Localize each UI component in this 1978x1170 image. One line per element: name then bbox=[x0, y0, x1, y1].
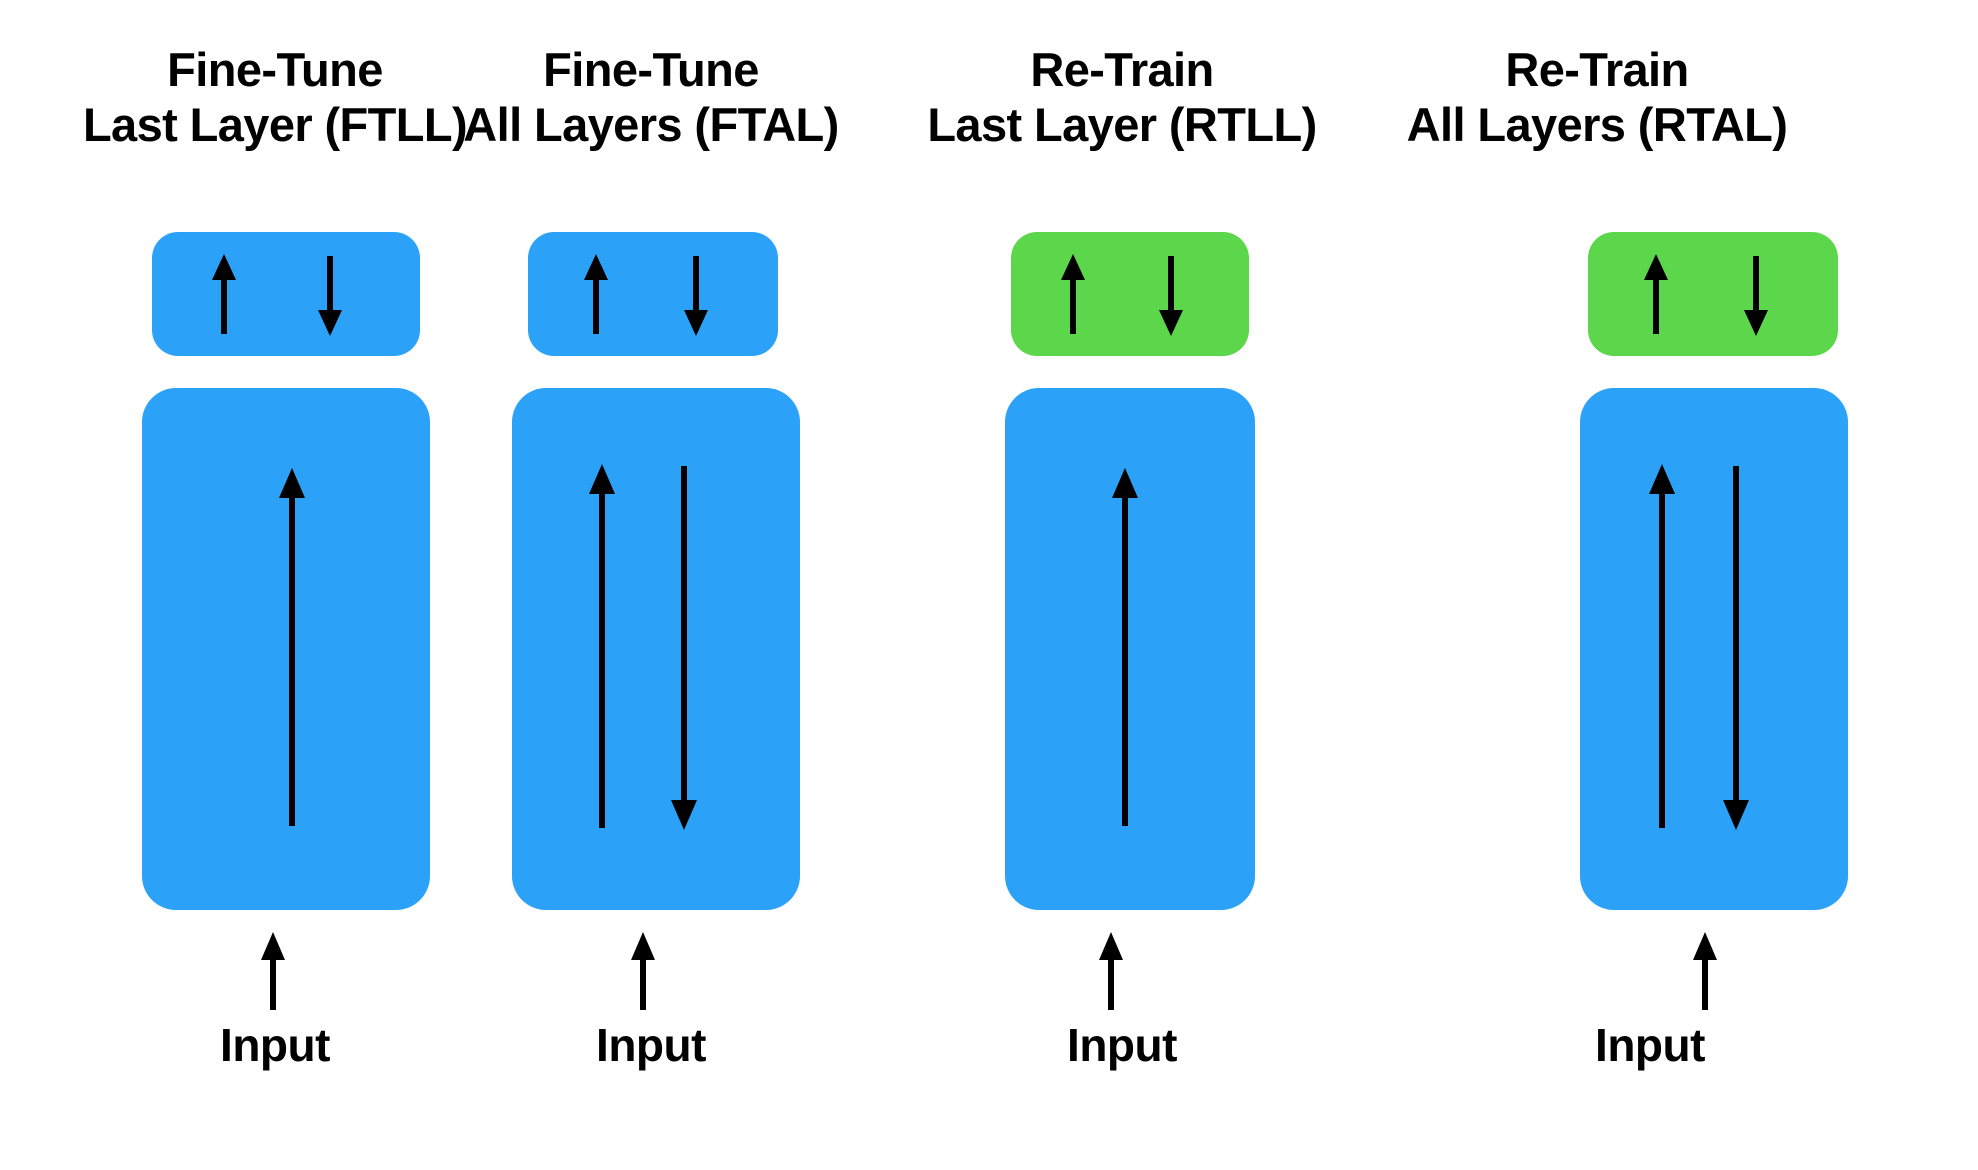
column-title-ftal: Fine-Tune All Layers (FTAL) bbox=[463, 43, 839, 152]
body-up-arrow-icon bbox=[279, 468, 305, 826]
body-block-ftll bbox=[142, 388, 430, 910]
head-up-arrow-icon bbox=[1061, 254, 1085, 334]
input-arrow-icon-ftal bbox=[631, 932, 655, 1010]
body-up-arrow-icon bbox=[1649, 464, 1675, 828]
column-rtll: Re-Train Last Layer (RTLL) Input bbox=[875, 0, 1369, 1170]
input-label-ftal: Input bbox=[596, 1019, 706, 1071]
head-block-rtll bbox=[1011, 232, 1249, 356]
column-title-rtll: Re-Train Last Layer (RTLL) bbox=[927, 43, 1317, 152]
body-block-rtll bbox=[1005, 388, 1255, 910]
head-down-arrow-icon bbox=[318, 256, 342, 336]
head-down-arrow-icon bbox=[1744, 256, 1768, 336]
head-up-arrow-icon bbox=[584, 254, 608, 334]
body-block-ftal bbox=[512, 388, 800, 910]
head-block-ftal bbox=[528, 232, 778, 356]
column-title-rtal: Re-Train All Layers (RTAL) bbox=[1406, 43, 1788, 152]
input-arrow-icon-ftll bbox=[261, 932, 285, 1010]
input-arrow-icon-rtal bbox=[1693, 932, 1717, 1010]
head-block-ftll bbox=[152, 232, 420, 356]
input-arrow-icon-rtll bbox=[1099, 932, 1123, 1010]
head-down-arrow-icon bbox=[684, 256, 708, 336]
column-rtal: Re-Train All Layers (RTAL) bbox=[1350, 0, 1848, 1170]
column-ftal: Fine-Tune All Layers (FTAL) bbox=[404, 0, 898, 1170]
head-up-arrow-icon bbox=[1644, 254, 1668, 334]
input-label-ftll: Input bbox=[220, 1019, 330, 1071]
head-block-rtal bbox=[1588, 232, 1838, 356]
body-block-rtal bbox=[1580, 388, 1848, 910]
input-label-rtal: Input bbox=[1595, 1019, 1705, 1071]
body-down-arrow-icon bbox=[1723, 466, 1749, 830]
body-up-arrow-icon bbox=[589, 464, 615, 828]
body-up-arrow-icon bbox=[1112, 468, 1138, 826]
head-up-arrow-icon bbox=[212, 254, 236, 334]
column-title-ftll: Fine-Tune Last Layer (FTLL) bbox=[82, 43, 468, 152]
head-down-arrow-icon bbox=[1159, 256, 1183, 336]
input-label-rtll: Input bbox=[1067, 1019, 1177, 1071]
body-down-arrow-icon bbox=[671, 466, 697, 830]
